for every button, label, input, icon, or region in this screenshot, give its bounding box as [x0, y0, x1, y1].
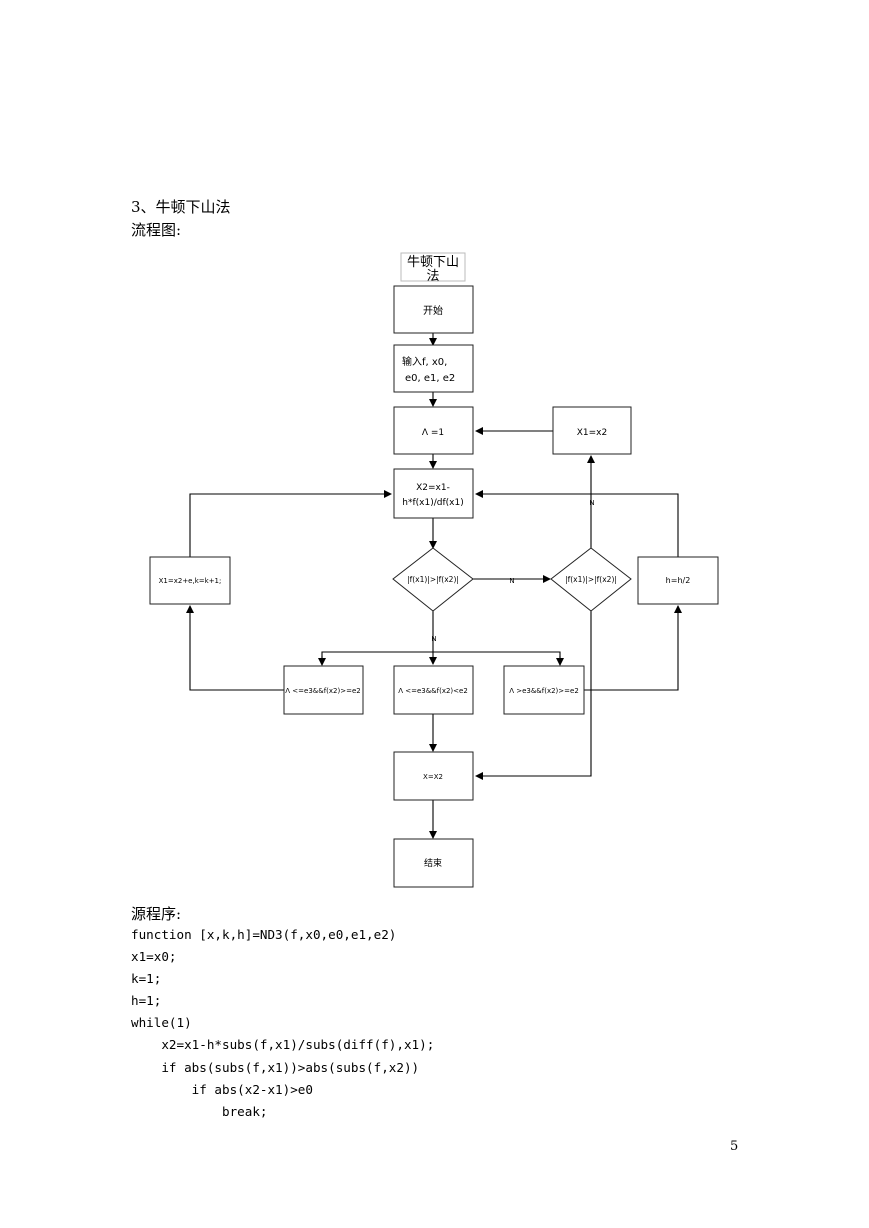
branch-bar — [321, 651, 561, 664]
arrow-case-c-halve — [584, 605, 682, 691]
case-b-label: Λ <=e3&&f(x2)<e2 — [398, 687, 468, 695]
lambda-init-label: Λ =1 — [422, 428, 444, 438]
source-label: 源程序: — [131, 905, 182, 923]
code-line: h=1; — [131, 993, 162, 1009]
result-box — [393, 751, 474, 801]
decision-right-diamond — [550, 547, 632, 612]
decision-left-label: |f(x1)|>|f(x2)| — [407, 575, 459, 584]
case-a-box — [283, 665, 364, 715]
case-c-label: Λ >e3&&f(x2)>=e2 — [509, 687, 579, 695]
assign-x1-box — [552, 406, 632, 455]
start-label: 开始 — [423, 304, 443, 317]
flowchart-title-line2: 法 — [426, 269, 439, 284]
arrow-halve-newton — [475, 490, 679, 557]
newton-step-line1: X2=x1- — [416, 483, 450, 493]
newton-step-box — [393, 468, 474, 519]
end-label: 结束 — [424, 857, 442, 869]
case-a-label: Λ <=e3&&f(x2)>=e2 — [285, 687, 360, 695]
code-line: k=1; — [131, 971, 162, 987]
section-heading: 3、牛顿下山法 — [131, 198, 231, 216]
code-line: while(1) — [131, 1015, 192, 1031]
code-line: if abs(x2-x1)>e0 — [131, 1081, 313, 1097]
branch-label-up: N — [589, 499, 594, 507]
shift-x1-box — [149, 556, 231, 605]
decision-left-diamond — [392, 547, 474, 612]
lambda-init-box — [393, 406, 474, 455]
title-box — [400, 252, 466, 282]
connectors — [186, 333, 682, 839]
end-box — [393, 838, 474, 888]
code-line: function [x,k,h]=ND3(f,x0,e0,e1,e2) — [131, 927, 397, 942]
code-line: break; — [131, 1103, 268, 1119]
arrow-shift-newton — [189, 490, 392, 557]
input-label-line2: e0, e1, e2 — [405, 373, 455, 384]
case-b-box — [393, 665, 474, 715]
result-label: X=X2 — [423, 773, 443, 781]
halve-h-label: h=h/2 — [666, 576, 691, 585]
flowchart-label: 流程图: — [131, 221, 182, 239]
assign-x1-label: X1=x2 — [577, 428, 608, 438]
halve-h-box — [637, 556, 719, 605]
code-line: x1=x0; — [131, 949, 177, 965]
input-box — [393, 344, 474, 393]
code-line: x2=x1-h*subs(f,x1)/subs(diff(f),x1); — [131, 1037, 435, 1053]
page-number: 5 — [730, 1139, 739, 1154]
branch-label-down: N — [431, 635, 436, 643]
flowchart-title-line1: 牛顿下山 — [407, 255, 459, 270]
source-code: function [x,k,h]=ND3(f,x0,e0,e1,e2) x1=x0… — [131, 924, 434, 1123]
case-c-box — [503, 665, 585, 715]
newton-step-line2: h*f(x1)/df(x1) — [402, 498, 463, 508]
start-box — [393, 285, 474, 334]
decision-right-label: |f(x1)|>|f(x2)| — [565, 575, 617, 584]
branch-label-right: N — [509, 577, 514, 585]
code-line: if abs(subs(f,x1))>abs(subs(f,x2)) — [131, 1059, 420, 1075]
arrow-case-a-shift — [186, 605, 284, 691]
shift-x1-label: X1=x2+e,k=k+1; — [159, 577, 222, 585]
arrow-decision-right-result — [475, 611, 592, 780]
input-label-line1: 输入f, x0, — [402, 355, 447, 368]
